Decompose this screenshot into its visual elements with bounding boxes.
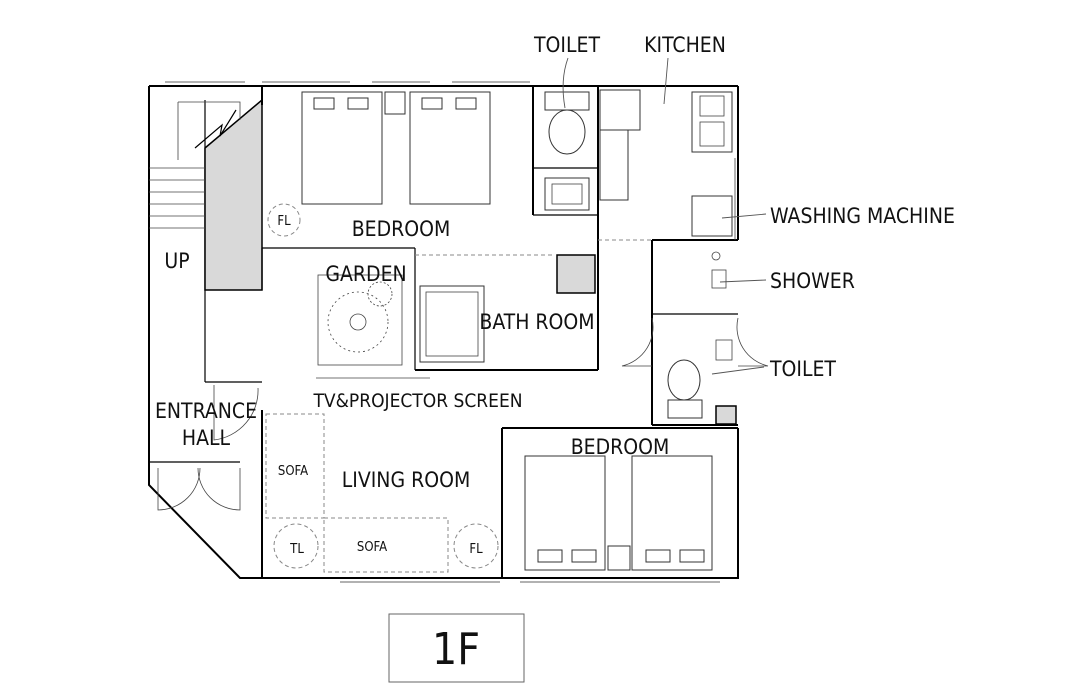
floor-label: 1F (432, 624, 480, 675)
room-bedroom-top: BEDROOM (352, 217, 451, 241)
garden (317, 274, 403, 366)
floor-label-box: 1F (388, 613, 525, 683)
tv-projector-screen: TV&PROJECTOR SCREEN (312, 390, 522, 412)
sofa-side-label: SOFA (278, 464, 308, 479)
callout-shower: SHOWER (770, 269, 855, 293)
fl-bottom-label: FL (469, 542, 483, 557)
floor-lamp-top: FL (267, 203, 301, 237)
room-bath: BATH ROOM (479, 310, 594, 334)
stairs-up: UP (164, 249, 189, 273)
callout-washing-machine: WASHING MACHINE (770, 204, 955, 228)
sofa-bottom-label: SOFA (357, 540, 387, 555)
top-windows (165, 81, 720, 583)
living-furniture: SOFA SOFA TL FL (265, 377, 499, 573)
room-entrance: ENTRANCE (155, 399, 257, 423)
tl-label: TL (289, 542, 304, 557)
room-living: LIVING ROOM (342, 468, 471, 492)
room-hall: HALL (182, 426, 231, 450)
bottom-bedroom-beds (524, 455, 713, 571)
callout-toilet-right: TOILET (769, 357, 836, 381)
kitchen-fixtures (599, 89, 736, 240)
leader-lines (562, 57, 767, 375)
room-bedroom-bottom: BEDROOM (571, 435, 670, 459)
fl-top-label: FL (277, 214, 291, 229)
top-toilet (544, 91, 590, 211)
shower-fixtures (621, 251, 769, 367)
callout-labels: TOILET KITCHEN WASHING MACHINE SHOWER TO… (533, 33, 955, 381)
outer-walls (148, 85, 739, 579)
callout-toilet-top: TOILET (533, 33, 600, 57)
callout-kitchen: KITCHEN (644, 33, 726, 57)
room-labels: BEDROOM GARDEN BATH ROOM UP TV&PROJECTOR… (155, 217, 669, 492)
room-garden: GARDEN (325, 262, 406, 286)
staircase (149, 98, 263, 368)
top-bedroom-beds (301, 91, 491, 205)
bathtub (419, 254, 596, 363)
interior-walls (149, 86, 738, 578)
right-toilet (667, 339, 737, 425)
entrance-door (157, 385, 259, 511)
